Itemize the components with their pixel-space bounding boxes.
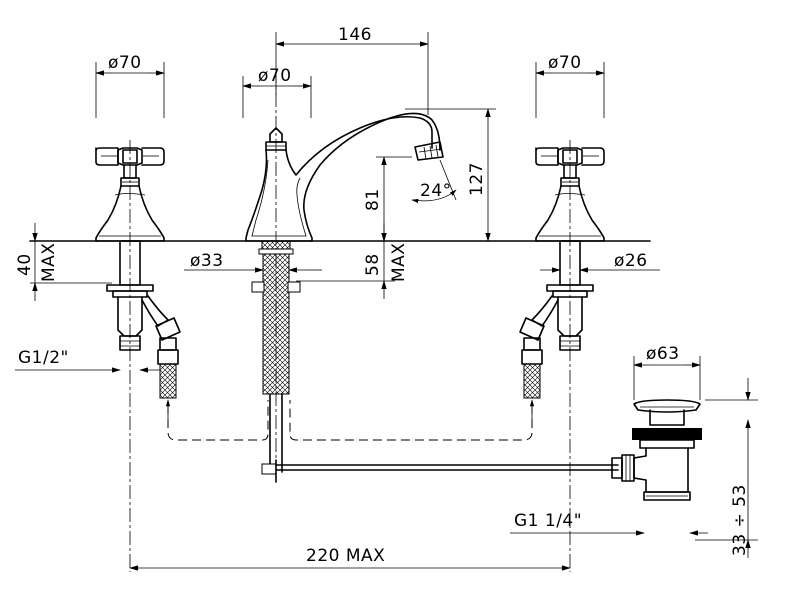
dim-center-deck-thickness-label: 58 [363, 253, 383, 276]
dim-waste-height-label: 33 ÷ 53 [730, 484, 750, 556]
dim-inlet-thread-label: G1/2" [18, 348, 69, 368]
dim-spout-reach-label: 146 [338, 25, 372, 45]
dim-spout-angle-label: 24° [420, 181, 452, 201]
dim-spout-reach: 146 [275, 25, 429, 115]
dim-spout-shank-diameter-label: ø33 [190, 251, 224, 271]
dim-overall-spread-label: 220 MAX [306, 546, 385, 566]
spout [245, 112, 444, 242]
dim-spout-height: 127 [405, 108, 496, 242]
dim-waste-height: 33 ÷ 53 [695, 378, 758, 558]
dim-center-deck-thickness-max: MAX [389, 243, 409, 282]
dim-waste-diameter-label: ø63 [646, 344, 680, 364]
dim-outlet-height-label: 81 [363, 188, 383, 211]
dim-left-handle-diameter-label: ø70 [108, 53, 142, 73]
dim-center-deck-thickness: 58 MAX [296, 223, 409, 299]
dim-left-handle-diameter: ø70 [95, 53, 165, 118]
dim-waste-thread: G1 1/4" [510, 511, 708, 536]
dim-inlet-thread: G1/2" [15, 348, 160, 373]
dim-spout-shank-diameter: ø33 [184, 251, 322, 276]
dim-waste-thread-label: G1 1/4" [514, 511, 582, 531]
spout-shank [251, 240, 301, 483]
dim-spout-height-label: 127 [467, 162, 487, 196]
dim-right-handle-diameter: ø70 [535, 53, 605, 118]
pop-up-waste [275, 399, 702, 501]
hose-connections-hidden [165, 399, 535, 441]
dim-waste-diameter: ø63 [633, 344, 701, 400]
dim-valve-shank-diameter: ø26 [540, 251, 660, 273]
left-valve-body [106, 240, 181, 399]
dim-spout-angle: 24° [411, 159, 457, 203]
center-lines [129, 70, 571, 572]
dim-left-deck-thickness-label: 40 [15, 253, 35, 276]
dim-left-deck-thickness-max: MAX [39, 243, 59, 282]
dim-spout-diameter-label: ø70 [258, 66, 292, 86]
dim-valve-shank-diameter-label: ø26 [614, 251, 648, 271]
dim-overall-spread: 220 MAX [129, 546, 571, 571]
right-valve-body [519, 240, 594, 399]
dim-outlet-height: 81 [363, 156, 412, 242]
dim-spout-diameter: ø70 [242, 66, 312, 118]
dim-left-deck-thickness: 40 MAX [15, 223, 112, 301]
dim-right-handle-diameter-label: ø70 [548, 53, 582, 73]
